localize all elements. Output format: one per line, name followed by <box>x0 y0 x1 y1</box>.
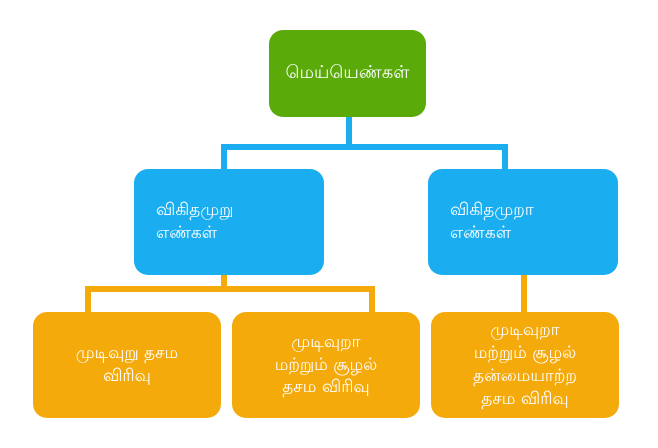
terminating-drop-connector <box>85 286 91 314</box>
irrational-numbers-node: விகிதமுறா எண்கள் <box>428 169 618 275</box>
irrational-child-connector <box>521 274 527 314</box>
root-node-label: மெய்யெண்கள் <box>285 62 410 84</box>
rational-numbers-node: விகிதமுறு எண்கள் <box>134 169 324 275</box>
nonterminating-drop-connector <box>369 286 375 314</box>
terminating-decimal-node: முடிவுறு தசம விரிவு <box>33 312 221 418</box>
rational-children-horizontal-connector <box>85 286 375 292</box>
root-stem-connector <box>346 115 352 148</box>
irrational-numbers-label: விகிதமுறா எண்கள் <box>450 200 534 243</box>
nonterminating-nonrecurring-node: முடிவுறா மற்றும் சூழல் தன்மையாற்ற தசம வி… <box>431 312 619 418</box>
rational-numbers-label: விகிதமுறு எண்கள் <box>156 200 234 243</box>
terminating-decimal-label: முடிவுறு தசம விரிவு <box>75 343 179 386</box>
level1-horizontal-connector <box>221 144 508 150</box>
rational-drop-connector <box>221 144 227 171</box>
nonterminating-recurring-label: முடிவுறா மற்றும் சூழல் தசம விரிவு <box>274 331 378 398</box>
nonterminating-recurring-node: முடிவுறா மற்றும் சூழல் தசம விரிவு <box>232 312 420 418</box>
nonterminating-nonrecurring-label: முடிவுறா மற்றும் சூழல் தன்மையாற்ற தசம வி… <box>473 320 577 409</box>
rational-stem-connector <box>221 274 227 289</box>
root-node: மெய்யெண்கள் <box>269 30 426 117</box>
irrational-drop-connector <box>502 144 508 171</box>
